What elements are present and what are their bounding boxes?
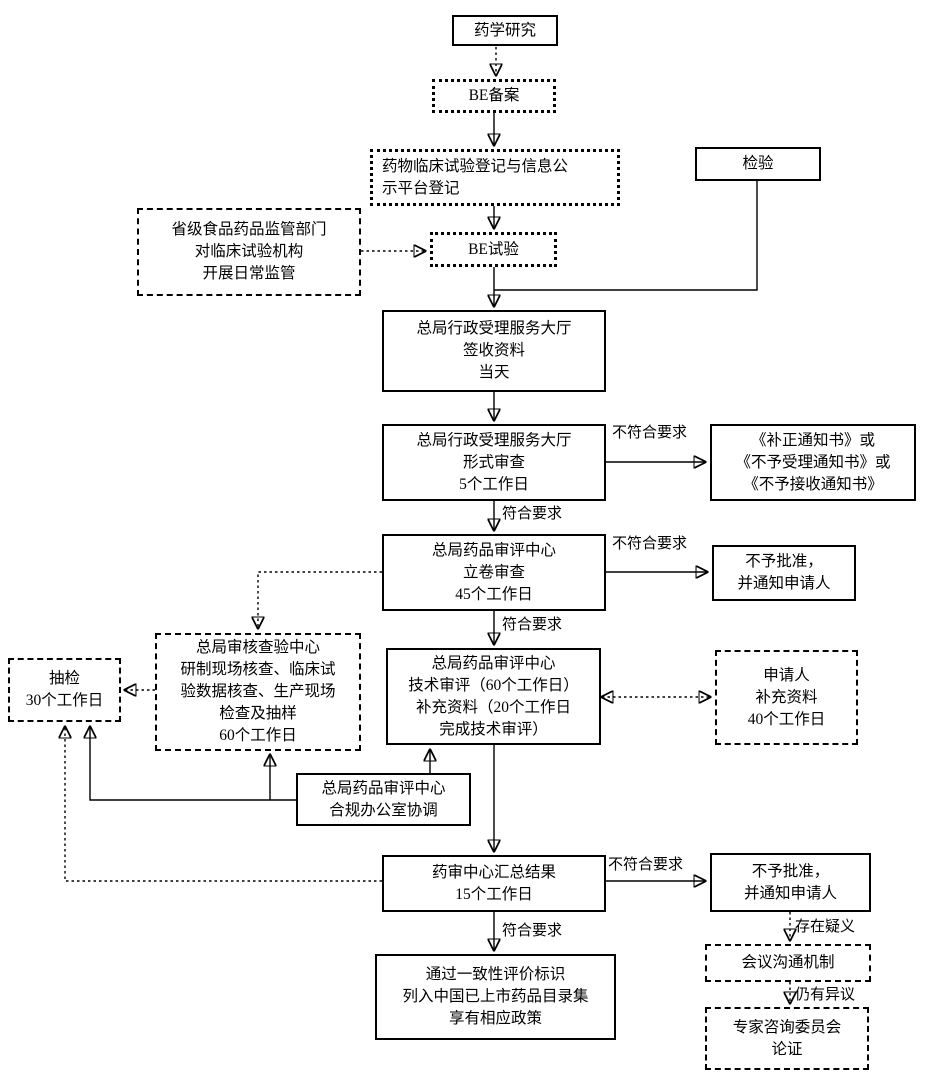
node-filing-review: 总局药品审评中心 立卷审查 45个工作日 [382,534,606,611]
node-correction-notice: 《补正通知书》或 《不予受理通知书》或 《不予接收通知书》 [710,424,916,501]
label-formal-pass: 符合要求 [502,506,563,522]
edge-compliance-to-sampling [90,727,296,801]
node-be-test: BE试验 [430,232,557,267]
edge-filing-to-verification [258,571,382,628]
node-sampling: 抽检 30个工作日 [8,658,121,722]
node-inspection: 检验 [695,147,821,181]
label-summary-fail: 不符合要求 [608,857,684,873]
node-technical-review: 总局药品审评中心 技术审评（60个工作日） 补充资料（20个工作日 完成技术审评… [386,648,601,745]
label-formal-fail: 不符合要求 [612,425,688,441]
node-be-filing: BE备案 [432,79,556,113]
node-expert-committee: 专家咨询委员会 论证 [705,1007,869,1070]
label-objection: 仍有异议 [795,987,856,1003]
node-review-summary: 药审中心汇总结果 15个工作日 [382,855,606,912]
node-acceptance-hall: 总局行政受理服务大厅 签收资料 当天 [382,310,606,392]
node-applicant-supplement: 申请人 补充资料 40个工作日 [715,650,858,745]
edge-inspection-join [494,181,758,291]
node-formal-review: 总局行政受理服务大厅 形式审查 5个工作日 [382,424,606,501]
node-provincial-supervision: 省级食品药品监管部门 对临床试验机构 开展日常监管 [137,208,361,296]
label-filing-fail: 不符合要求 [612,536,688,552]
node-verification-center: 总局审核查验中心 研制现场核查、临床试 验数据核查、生产现场 检查及抽样 60个… [155,633,361,751]
edge-summary-to-sampling [65,727,382,882]
node-meeting-communication: 会议沟通机制 [705,944,871,982]
label-summary-pass: 符合要求 [502,923,563,939]
node-clinical-trial-registration: 药物临床试验登记与信息公 示平台登记 [370,149,620,206]
label-doubt: 存在疑义 [795,919,856,935]
node-compliance-office: 总局药品审评中心 合规办公室协调 [296,773,471,826]
node-pharmaceutical-research: 药学研究 [452,15,558,46]
node-disapproval-2: 不予批准， 并通知申请人 [710,853,871,912]
node-pass-evaluation: 通过一致性评价标识 列入中国已上市药品目录集 享有相应政策 [375,954,616,1040]
node-disapproval-1: 不予批准， 并通知申请人 [712,545,856,601]
label-filing-pass: 符合要求 [502,617,563,633]
